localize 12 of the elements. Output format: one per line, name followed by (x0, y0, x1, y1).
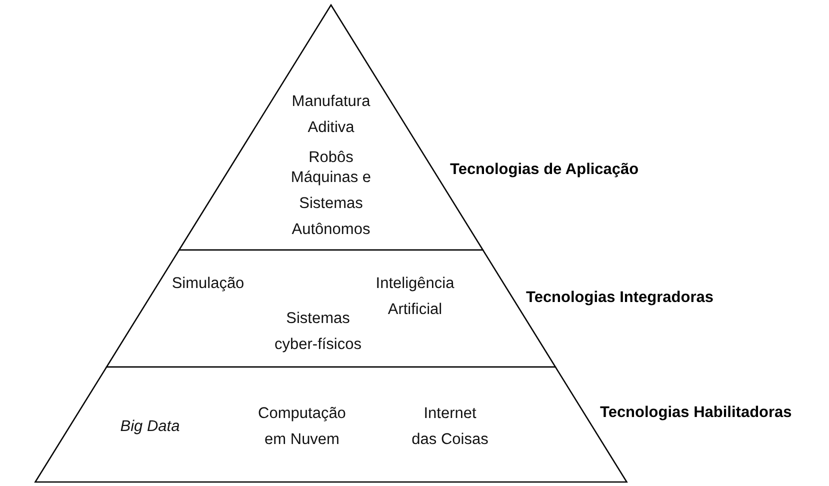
technology-label: Máquinas e Sistemas Autônomos (290, 168, 372, 240)
tier-heading: Tecnologias Habilitadoras (600, 404, 792, 422)
technology-label: Big Data (119, 417, 181, 437)
technology-label: Internet das Coisas (410, 404, 490, 450)
technology-label: Manufatura Aditiva (290, 92, 372, 138)
technology-label: Computação em Nuvem (257, 404, 347, 450)
technology-label: Inteligência Artificial (374, 274, 456, 320)
technology-label: Robôs (308, 148, 354, 168)
technology-label: Sistemas cyber-físicos (274, 309, 362, 355)
technology-label: Simulação (170, 274, 246, 294)
tier-heading: Tecnologias Integradoras (526, 289, 714, 307)
tier-heading: Tecnologias de Aplicação (450, 161, 639, 179)
